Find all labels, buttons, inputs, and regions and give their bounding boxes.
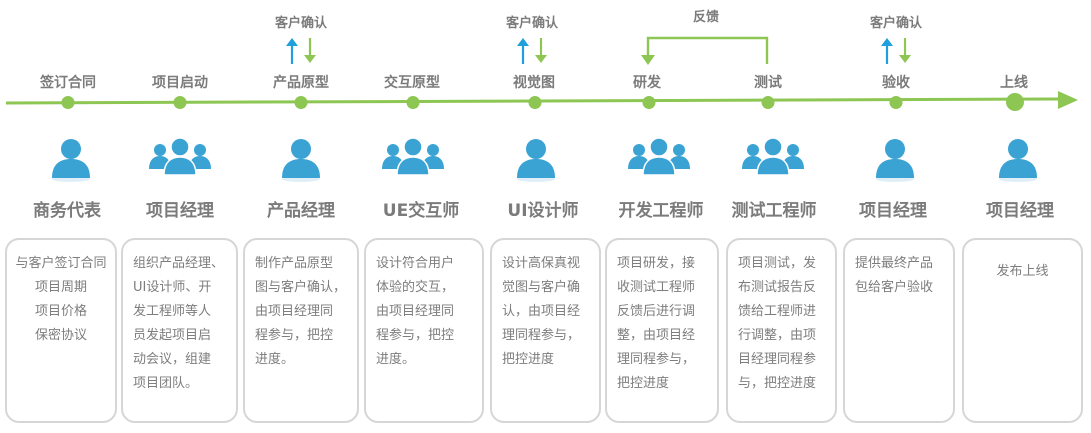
group-people-icon <box>382 137 444 176</box>
timeline-dot <box>642 96 656 109</box>
description-line: 由项目经理同 <box>376 304 455 319</box>
role-name-pm-launch: 项目经理 <box>986 201 1054 221</box>
description-line: 由项目经理同 <box>255 304 334 319</box>
stage-label-visual: 视觉图 <box>513 75 555 91</box>
description-line: 图与客户确认， <box>255 280 347 295</box>
description-line: 与，把控进度 <box>738 376 817 391</box>
description-line: 目经理同程参 <box>738 352 817 367</box>
up-down-arrows-icon <box>286 38 316 64</box>
customer-confirm-label: 客户确认 <box>869 16 923 31</box>
timeline <box>5 91 1078 109</box>
description-box-dev: 项目研发，接 收测试工程师 反馈后进行调 整，由项目经 理同程参与， 把控进度 <box>605 238 719 423</box>
person-icon <box>282 139 320 182</box>
timeline-dot <box>294 96 308 109</box>
stage-label-accept: 验收 <box>882 75 910 91</box>
description-box-product: 制作产品原型 图与客户确认， 由项目经理同 程参与，把控 进度。 <box>243 238 359 423</box>
description-line: 整，由项目经 <box>617 328 696 343</box>
group-people-icon <box>149 137 211 176</box>
timeline-dot <box>528 96 542 109</box>
description-line: 项目周期 <box>34 280 87 295</box>
description-line: 保密协议 <box>34 328 87 343</box>
description-line: 包给客户验收 <box>855 280 934 295</box>
description-box-ui: 设计高保真视 觉图与客户确 认，由项目经 理同程参与， 把控进度 <box>490 238 601 423</box>
timeline-dot <box>889 96 903 109</box>
description-line: 项目测试，发 <box>738 256 817 271</box>
description-line: 设计高保真视 <box>502 256 581 271</box>
timeline-dot <box>406 96 420 109</box>
stage-label-test: 测试 <box>754 75 782 91</box>
description-line: 进度。 <box>376 352 416 367</box>
description-line: 项目团队。 <box>133 376 199 391</box>
group-people-icon <box>742 137 804 176</box>
description-line: 体验的交互， <box>376 280 455 295</box>
description-line: 程参与，把控 <box>255 328 334 343</box>
up-down-arrows-icon <box>517 38 547 64</box>
description-line: 把控进度 <box>502 352 555 367</box>
stage-label-dev: 研发 <box>633 75 661 91</box>
group-people-icon <box>628 137 690 176</box>
role-name-dev: 开发工程师 <box>618 201 704 221</box>
feedback-label: 反馈 <box>692 10 720 25</box>
description-line: 理同程参与， <box>617 352 696 367</box>
description-line: UI设计师、开 <box>133 280 212 295</box>
description-line: 行调整，由项 <box>738 328 817 343</box>
description-box-accept: 提供最终产品 包给客户验收 <box>843 238 955 423</box>
timeline-dot <box>1006 93 1024 111</box>
stage-label-kickoff: 项目启动 <box>152 75 208 91</box>
description-line: 组织产品经理、 <box>133 256 225 271</box>
role-name-qa: 测试工程师 <box>731 201 817 221</box>
description-box-qa: 项目测试，发 布测试报告反 馈给工程师进 行调整，由项 目经理同程参 与，把控进… <box>726 238 837 423</box>
description-line: 布测试报告反 <box>738 280 817 295</box>
person-icon <box>52 139 90 182</box>
description-line: 项目价格 <box>34 304 87 319</box>
role-name-pm: 项目经理 <box>146 201 214 221</box>
stage-label-prototype: 产品原型 <box>273 75 329 91</box>
description-box-ue: 设计符合用户 体验的交互， 由项目经理同 程参与，把控 进度。 <box>364 238 484 423</box>
timeline-dot <box>173 96 187 109</box>
description-line: 馈给工程师进 <box>738 304 817 319</box>
description-line: 把控进度 <box>617 376 670 391</box>
description-line: 反馈后进行调 <box>617 304 696 319</box>
description-line: 项目研发，接 <box>617 256 696 271</box>
person-icon <box>517 139 555 182</box>
description-line: 与客户签订合同 <box>15 256 107 271</box>
description-box-business: 与客户签订合同 项目周期 项目价格 保密协议 <box>5 238 117 423</box>
role-name-business: 商务代表 <box>33 201 101 221</box>
timeline-dot <box>761 96 775 109</box>
person-icon <box>876 139 914 182</box>
description-line: 制作产品原型 <box>255 256 334 271</box>
description-line: 动会议，组建 <box>133 352 212 367</box>
description-box-launch: 发布上线 <box>962 238 1083 423</box>
feedback-loop-arrow-icon <box>641 36 769 65</box>
description-line: 进度。 <box>255 352 295 367</box>
role-name-ui: UI设计师 <box>507 201 579 221</box>
description-line: 收测试工程师 <box>617 280 696 295</box>
description-line: 程参与，把控 <box>376 328 455 343</box>
timeline-dot <box>61 96 75 109</box>
description-box-pm: 组织产品经理、 UI设计师、开 发工程师等人 员发起项目启 动会议，组建 项目团… <box>121 238 238 423</box>
description-line: 认，由项目经 <box>502 304 581 319</box>
role-name-ue: UE交互师 <box>382 201 460 221</box>
description-line: 觉图与客户确 <box>502 280 581 295</box>
customer-confirm-label: 客户确认 <box>274 16 328 31</box>
description-line: 理同程参与， <box>502 328 581 343</box>
person-icon <box>999 139 1037 182</box>
role-name-product: 产品经理 <box>267 201 335 221</box>
description-line: 员发起项目启 <box>133 328 212 343</box>
description-line: 设计符合用户 <box>376 256 455 271</box>
customer-confirm-label: 客户确认 <box>505 16 559 31</box>
description-line: 提供最终产品 <box>855 256 934 271</box>
stage-label-launch: 上线 <box>1000 75 1028 91</box>
timeline-arrowhead <box>1058 91 1078 109</box>
role-name-pm-accept: 项目经理 <box>859 201 927 221</box>
stage-label-contract: 签订合同 <box>40 75 96 91</box>
stage-label-interaction: 交互原型 <box>384 75 440 91</box>
description-line: 发布上线 <box>996 264 1049 279</box>
description-line: 发工程师等人 <box>133 304 212 319</box>
up-down-arrows-icon <box>881 38 911 64</box>
